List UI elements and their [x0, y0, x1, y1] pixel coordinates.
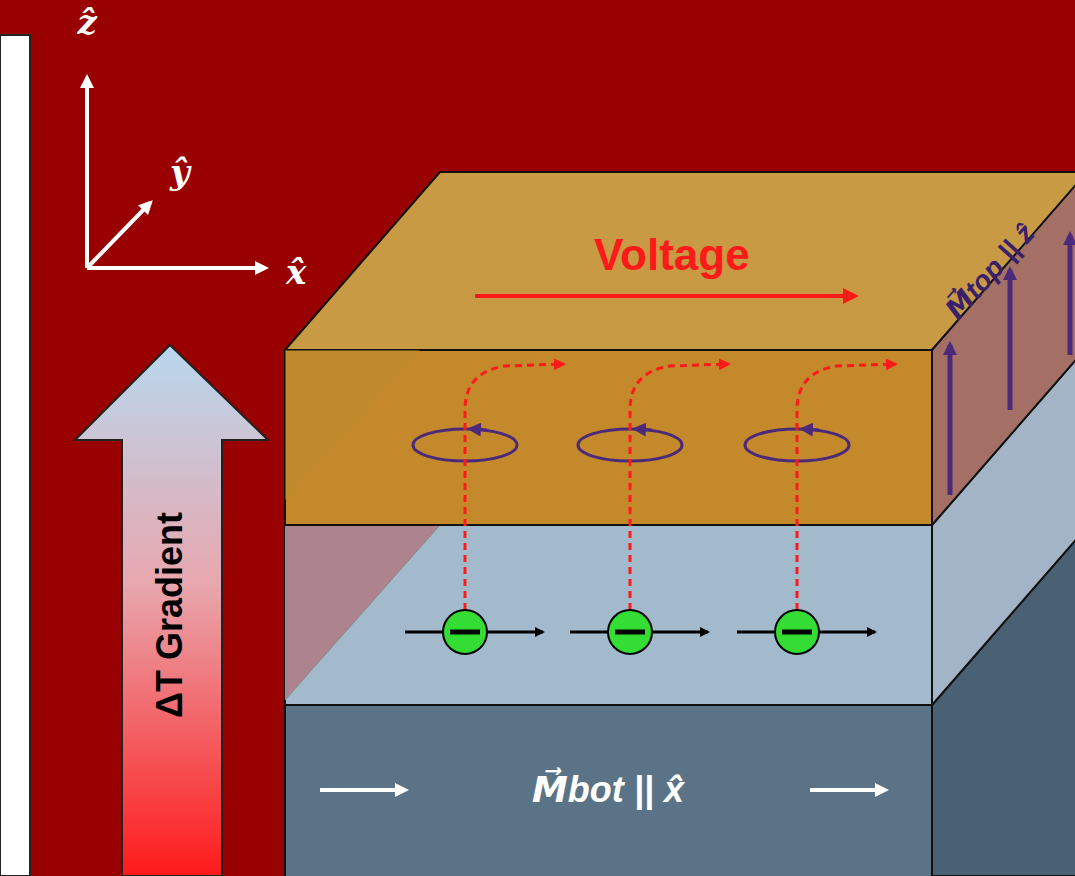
- axis-label: ŷ: [170, 155, 190, 189]
- charge-sign: [450, 630, 480, 635]
- voltage-label: Voltage: [594, 233, 750, 277]
- charge-sign: [782, 630, 812, 635]
- gradient-label: ΔT Gradient: [152, 512, 188, 718]
- electron: [443, 610, 487, 654]
- electron-velocity: [570, 631, 708, 634]
- top-layer-node: Voltage M⃗top || ẑ: [285, 172, 1075, 525]
- electron-velocity: [405, 631, 543, 634]
- electrons: [405, 364, 895, 654]
- spin-arrow: [471, 429, 487, 430]
- electron: [775, 610, 819, 654]
- top-magnetization: M⃗top || ẑ: [940, 219, 1039, 324]
- spin-arrow: [803, 429, 819, 430]
- top-layer: [285, 172, 1075, 525]
- spin-arrow: [636, 429, 652, 430]
- gradient-arrow-node: ΔT Gradient: [122, 440, 222, 870]
- charge-sign: [615, 630, 645, 635]
- gradient-arrow: [75, 345, 268, 876]
- electron-velocity: [737, 631, 875, 634]
- axis-label: ẑ: [78, 5, 97, 39]
- bottom-layer-node: M⃗bot || x̂: [285, 705, 932, 876]
- electron-path: [797, 364, 895, 610]
- spin-loop: [413, 429, 517, 461]
- spin-loop: [745, 429, 849, 461]
- electron-path: [630, 364, 728, 610]
- bottom-magnetization: M⃗bot || x̂: [532, 772, 684, 808]
- side-panel: [0, 35, 30, 876]
- voltage-arrow: [475, 294, 855, 298]
- electron: [608, 610, 652, 654]
- axes: [87, 78, 265, 268]
- spin-loop: [578, 429, 682, 461]
- axis-label: x̂: [286, 255, 306, 289]
- electron-path: [465, 364, 563, 610]
